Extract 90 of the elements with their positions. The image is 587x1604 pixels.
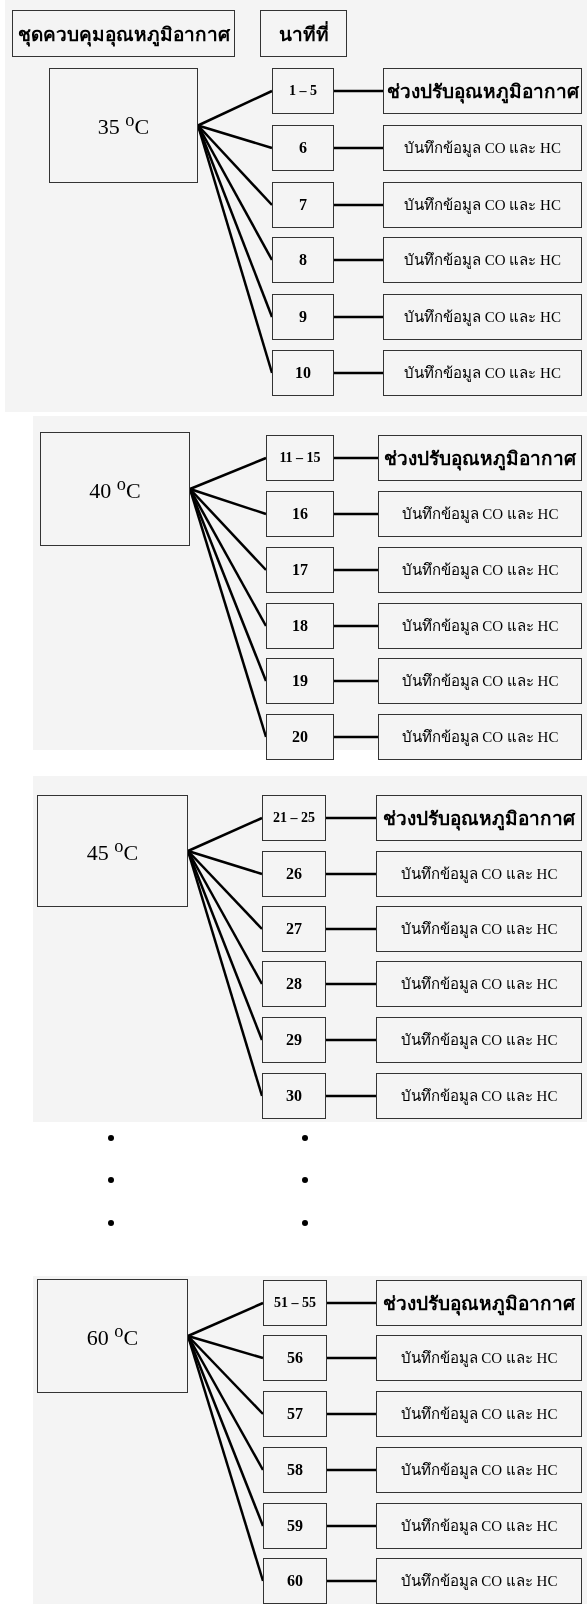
record-box: บันทึกข้อมูล CO และ HC — [376, 1447, 582, 1493]
header-box: ชุดควบคุมอุณหภูมิอากาศ — [12, 10, 235, 57]
connector-line — [187, 1334, 264, 1360]
connector-line — [187, 1301, 264, 1338]
connector-line — [334, 512, 378, 516]
record-box: บันทึกข้อมูล CO และ HC — [383, 237, 582, 283]
phase-box: ช่วงปรับอุณหภูมิอากาศ — [378, 435, 582, 481]
connector-line — [327, 1468, 376, 1472]
phase-box: ช่วงปรับอุณหภูมิอากาศ — [376, 1280, 582, 1326]
minute-box: 29 — [262, 1017, 326, 1063]
connector-line — [334, 568, 378, 572]
minute-box: 26 — [262, 851, 326, 897]
record-box: บันทึกข้อมูล CO และ HC — [376, 1335, 582, 1381]
connector-line — [327, 1356, 376, 1360]
minute-box: 60 — [263, 1558, 327, 1604]
connector-line — [189, 487, 267, 516]
record-box: บันทึกข้อมูล CO และ HC — [376, 1558, 582, 1604]
connector-line — [197, 124, 273, 150]
record-box: บันทึกข้อมูล CO และ HC — [376, 1073, 582, 1119]
minute-box: 59 — [263, 1503, 327, 1549]
minute-box: 57 — [263, 1391, 327, 1437]
connector-line — [334, 624, 378, 628]
minute-box: 10 — [272, 350, 334, 396]
record-box: บันทึกข้อมูล CO และ HC — [378, 714, 582, 760]
minute-box: 11 – 15 — [266, 435, 334, 481]
connector-line — [327, 1412, 376, 1416]
minute-box: 20 — [266, 714, 334, 760]
record-box: บันทึกข้อมูล CO และ HC — [376, 851, 582, 897]
connector-line — [197, 124, 273, 206]
connector-line — [334, 203, 383, 207]
minute-box: 9 — [272, 294, 334, 340]
phase-box: ช่วงปรับอุณหภูมิอากาศ — [376, 795, 582, 841]
connector-line — [334, 146, 383, 150]
connector-line — [189, 456, 267, 491]
connector-line — [334, 258, 383, 262]
record-box: บันทึกข้อมูล CO และ HC — [376, 1503, 582, 1549]
minute-box: 16 — [266, 491, 334, 537]
record-box: บันทึกข้อมูล CO และ HC — [378, 603, 582, 649]
record-box: บันทึกข้อมูล CO และ HC — [376, 906, 582, 952]
connector-line — [334, 679, 378, 683]
connector-line — [326, 982, 376, 986]
connector-line — [187, 849, 263, 876]
minute-box: 28 — [262, 961, 326, 1007]
record-box: บันทึกข้อมูล CO และ HC — [383, 182, 582, 228]
record-box: บันทึกข้อมูล CO และ HC — [376, 961, 582, 1007]
record-box: บันทึกข้อมูล CO และ HC — [378, 491, 582, 537]
connector-line — [326, 927, 376, 931]
connector-line — [326, 1094, 376, 1098]
temperature-box: 60 $^{o}$C — [37, 1279, 188, 1393]
connector-line — [327, 1524, 376, 1528]
connector-line — [334, 371, 383, 375]
record-box: บันทึกข้อมูล CO และ HC — [383, 294, 582, 340]
minute-box: 56 — [263, 1335, 327, 1381]
connector-line — [189, 488, 267, 571]
record-box: บันทึกข้อมูล CO และ HC — [376, 1391, 582, 1437]
connector-line — [187, 850, 263, 930]
temperature-box: 40 $^{o}$C — [40, 432, 190, 546]
record-box: บันทึกข้อมูล CO และ HC — [383, 125, 582, 171]
record-box: บันทึกข้อมูล CO และ HC — [376, 1017, 582, 1063]
record-box: บันทึกข้อมูล CO และ HC — [378, 658, 582, 704]
minute-box: 51 – 55 — [263, 1280, 327, 1326]
connector-line — [334, 735, 378, 739]
connector-line — [197, 89, 273, 127]
connector-line — [326, 872, 376, 876]
minute-box: 58 — [263, 1447, 327, 1493]
temperature-box: 45 $^{o}$C — [37, 795, 188, 907]
connector-line — [187, 1335, 264, 1415]
connector-line — [327, 1579, 376, 1583]
minute-box: 8 — [272, 237, 334, 283]
record-box: บันทึกข้อมูล CO และ HC — [383, 350, 582, 396]
connector-line — [326, 1038, 376, 1042]
minute-box: 21 – 25 — [262, 795, 326, 841]
minute-box: 30 — [262, 1073, 326, 1119]
connector-line — [334, 89, 383, 93]
minute-box: 1 – 5 — [272, 68, 334, 114]
phase-box: ช่วงปรับอุณหภูมิอากาศ — [383, 68, 582, 114]
header-box: นาทีที่ — [260, 10, 347, 57]
minute-box: 19 — [266, 658, 334, 704]
connector-line — [327, 1301, 376, 1305]
minute-box: 17 — [266, 547, 334, 593]
minute-box: 27 — [262, 906, 326, 952]
connector-line — [326, 816, 376, 820]
minute-box: 7 — [272, 182, 334, 228]
record-box: บันทึกข้อมูล CO และ HC — [378, 547, 582, 593]
connector-line — [187, 816, 263, 853]
connector-line — [334, 315, 383, 319]
minute-box: 6 — [272, 125, 334, 171]
minute-box: 18 — [266, 603, 334, 649]
connector-line — [334, 456, 378, 460]
temperature-box: 35 $^{o}$C — [49, 68, 198, 183]
